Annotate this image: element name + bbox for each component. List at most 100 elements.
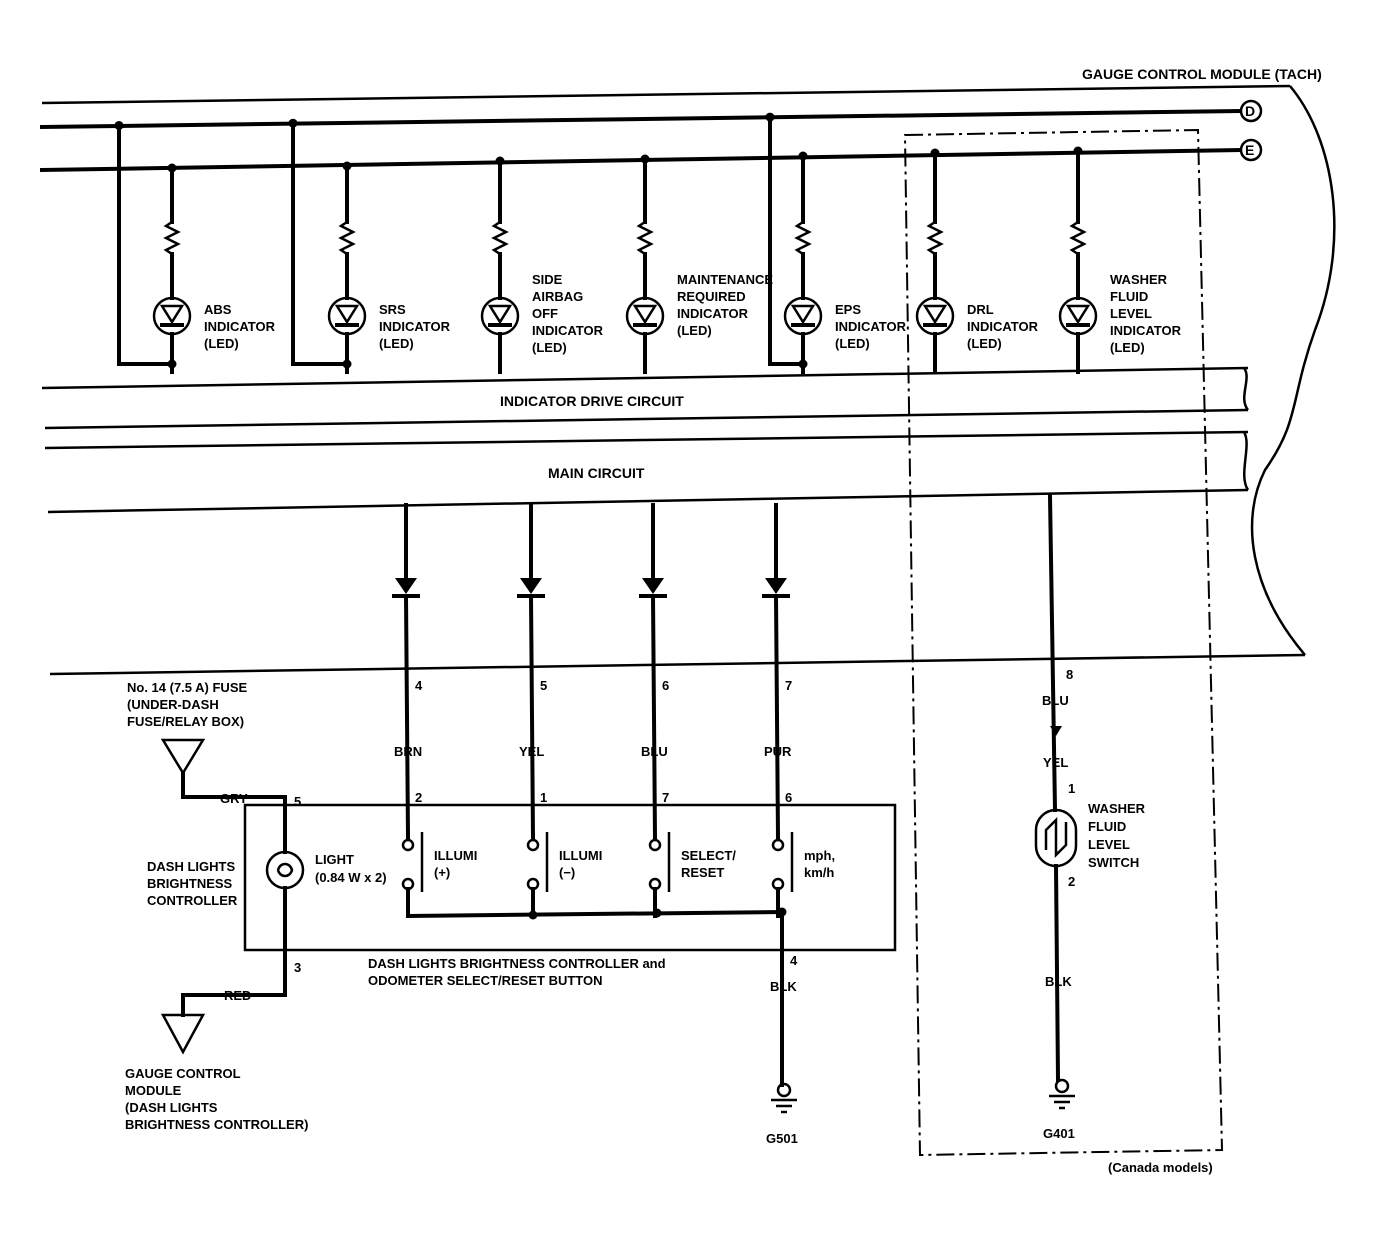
ground-pin: 4: [790, 953, 798, 968]
branch-pin-top: 4: [415, 678, 423, 693]
controller-box: [243, 803, 897, 952]
indicator-label: INDICATOR: [532, 323, 604, 338]
gauge-feed-label-2: MODULE: [125, 1083, 182, 1098]
indicator-label: (LED): [677, 323, 712, 338]
main-circuit-label: MAIN CIRCUIT: [548, 465, 645, 481]
controller-label-2: BRIGHTNESS: [147, 876, 233, 891]
washer-switch-label-1: WASHER: [1088, 801, 1146, 816]
controller-caption-2: ODOMETER SELECT/RESET BUTTON: [368, 973, 603, 988]
branch-pin-bottom: 2: [415, 790, 422, 805]
indicator-6: WASHER FLUID LEVEL INDICATOR (LED): [1058, 146, 1182, 374]
switch-label: (−): [559, 865, 575, 880]
led-icon: [915, 296, 955, 336]
indicator-label: EPS: [835, 302, 861, 317]
module-outline: [41, 84, 1336, 676]
washer-switch-label-3: LEVEL: [1088, 837, 1130, 852]
indicator-label: MAINTENANCE: [677, 272, 773, 287]
led-icon: [625, 296, 665, 336]
gauge-feed-label-3: (DASH LIGHTS: [125, 1100, 218, 1115]
led-icon: [480, 296, 520, 336]
indicator-label: AIRBAG: [532, 289, 583, 304]
switch-label: RESET: [681, 865, 724, 880]
indicator-1: SRS INDICATOR (LED): [288, 118, 451, 374]
washer-wire-top: BLU: [1042, 693, 1069, 708]
switch-label: SELECT/: [681, 848, 736, 863]
switch-label: km/h: [804, 865, 834, 880]
switch-icon: [401, 832, 424, 892]
gauge-feed-wire-color: RED: [224, 988, 251, 1003]
module-title: GAUGE CONTROL MODULE (TACH): [1082, 66, 1322, 82]
indicator-drive-band: [41, 366, 1250, 430]
light-label: LIGHT: [315, 852, 354, 867]
indicator-label: INDICATOR: [379, 319, 451, 334]
branch-group: 4BRN2ILLUMI(+)5YEL1ILLUMI(−)6BLU7SELECT/…: [392, 503, 835, 918]
connector-d-label: D: [1245, 103, 1255, 119]
diode-icon: [392, 578, 420, 598]
switch-icon: [526, 832, 549, 892]
diode-icon: [639, 578, 667, 598]
indicator-0: ABS INDICATOR (LED): [114, 120, 276, 374]
fuse-pin: 5: [294, 794, 301, 809]
fuse-label-1: No. 14 (7.5 A) FUSE: [127, 680, 247, 695]
gauge-feed-label-4: BRIGHTNESS CONTROLLER): [125, 1117, 308, 1132]
indicator-label: INDICATOR: [1110, 323, 1182, 338]
indicator-label: (LED): [1110, 340, 1145, 355]
switch-icon: [771, 832, 794, 892]
washer-switch-wire: [1034, 493, 1078, 1110]
ground-wire-color: BLK: [770, 979, 797, 994]
branch-pin-top: 5: [540, 678, 547, 693]
indicator-label: ABS: [204, 302, 232, 317]
branch-wire-color: BRN: [394, 744, 422, 759]
canada-models-box: [903, 128, 1224, 1157]
washer-switch-label-2: FLUID: [1088, 819, 1126, 834]
led-icon: [327, 296, 367, 336]
led-icon: [783, 296, 823, 336]
branch-wire-color: BLU: [641, 744, 668, 759]
diode-icon: [762, 578, 790, 598]
controller-caption-1: DASH LIGHTS BRIGHTNESS CONTROLLER and: [368, 956, 666, 971]
light-bulb-icon: [265, 850, 305, 890]
branch-pin-bottom: 1: [540, 790, 547, 805]
light-rating: (0.84 W x 2): [315, 870, 387, 885]
washer-wire-mid: YEL: [1043, 755, 1068, 770]
branch-pin-bottom: 6: [785, 790, 792, 805]
indicator-label: INDICATOR: [204, 319, 276, 334]
g401-label: G401: [1043, 1126, 1075, 1141]
switch-icon: [648, 832, 671, 892]
main-circuit-band: [44, 430, 1250, 514]
controller-label-3: CONTROLLER: [147, 893, 238, 908]
switch-label: ILLUMI: [434, 848, 477, 863]
indicator-label: FLUID: [1110, 289, 1148, 304]
switch-label: (+): [434, 865, 450, 880]
switch-label: ILLUMI: [559, 848, 602, 863]
controller-label-1: DASH LIGHTS: [147, 859, 235, 874]
indicator-label: SIDE: [532, 272, 563, 287]
indicator-label: DRL: [967, 302, 994, 317]
branch-pin-top: 7: [785, 678, 792, 693]
indicator-label: (LED): [532, 340, 567, 355]
indicator-label: INDICATOR: [677, 306, 749, 321]
indicator-label: INDICATOR: [835, 319, 907, 334]
canada-models-note: (Canada models): [1108, 1160, 1213, 1175]
indicator-label: LEVEL: [1110, 306, 1152, 321]
indicator-label: SRS: [379, 302, 406, 317]
led-icon: [1058, 296, 1098, 336]
fuse-label-3: FUSE/RELAY BOX): [127, 714, 244, 729]
washer-module-pin: 8: [1066, 667, 1073, 682]
indicator-label: (LED): [379, 336, 414, 351]
fuse-feed-wire: [160, 738, 287, 1055]
indicator-label: WASHER: [1110, 272, 1168, 287]
branch-pin-top: 6: [662, 678, 669, 693]
washer-switch-pin-2: 2: [1068, 874, 1075, 889]
indicator-label: (LED): [204, 336, 239, 351]
indicator-group: ABS INDICATOR (LED) SRS INDICATOR (LED) SIDE AI…: [114, 112, 1182, 374]
